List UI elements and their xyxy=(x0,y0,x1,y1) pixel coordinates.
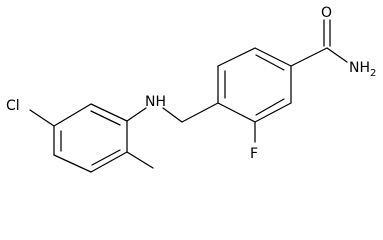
c-n-amide-bond xyxy=(326,47,348,63)
aromatic-double-bond xyxy=(90,110,121,126)
c-cl-bond xyxy=(29,109,55,127)
bond xyxy=(90,151,128,173)
chlorine-label: Cl xyxy=(6,98,20,114)
amide-subscript: 2 xyxy=(370,68,376,79)
bond xyxy=(254,102,292,123)
bond xyxy=(53,103,92,127)
bond xyxy=(217,102,256,123)
amine-nh-label: NH xyxy=(145,94,166,110)
chloromethylphenyl-ring xyxy=(53,103,128,173)
fluorobenzamide-ring xyxy=(217,47,292,123)
nh-ch2-bond xyxy=(162,107,183,123)
aromatic-double-bond xyxy=(91,149,121,166)
bond xyxy=(90,103,128,122)
aromatic-double-bond xyxy=(255,54,285,71)
amide-nh-text: NH xyxy=(349,60,370,76)
bond xyxy=(217,47,256,67)
fluorine-label: F xyxy=(250,146,258,162)
aromatic-double-bond xyxy=(255,98,285,116)
amide-nitrogen-label: NH2 xyxy=(349,60,376,79)
bond xyxy=(254,47,292,67)
bond xyxy=(53,154,92,173)
ch2-aryl-bond xyxy=(181,102,219,123)
methyl-bond xyxy=(126,151,154,169)
carbonyl-oxygen-label: O xyxy=(321,5,332,21)
ring-carbonyl-bond xyxy=(290,47,328,67)
aryl-nh-bond xyxy=(126,107,147,122)
chemical-structure-diagram: Cl NH F O NH2 xyxy=(6,5,376,173)
